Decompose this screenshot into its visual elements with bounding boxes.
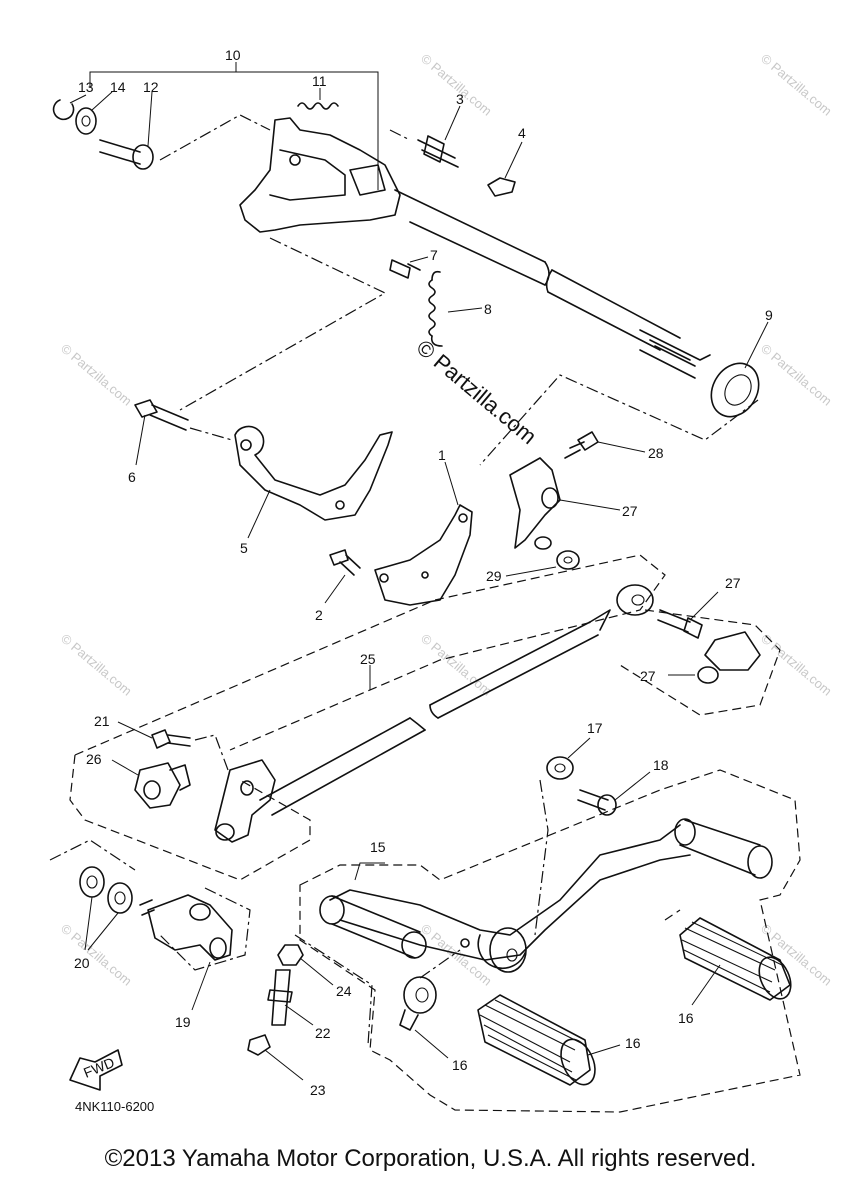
svg-text:25: 25 <box>360 651 376 667</box>
part-27-rod-end-right: 27 <box>619 609 781 716</box>
svg-text:27: 27 <box>640 668 656 684</box>
part-12-collar: 12 <box>99 79 159 170</box>
svg-text:15: 15 <box>370 839 386 855</box>
part-rod-lever-left <box>214 759 276 843</box>
callout-10: 10 <box>89 47 379 190</box>
svg-text:18: 18 <box>653 757 669 773</box>
part-9-oil-seal: 9 <box>710 307 773 418</box>
part-28-lever: 27 <box>509 457 638 550</box>
part-14-washer: 14 <box>75 79 126 135</box>
fwd-arrow-icon: FWD <box>69 1049 123 1091</box>
part-21-washers: 20 <box>49 839 136 971</box>
svg-text:16: 16 <box>625 1035 641 1051</box>
svg-text:19: 19 <box>175 1014 191 1030</box>
background-watermarks: © Partzilla.com © Partzilla.com © Partzi… <box>58 51 835 989</box>
svg-text:16: 16 <box>452 1057 468 1073</box>
part-17-rod-end: 16 <box>399 976 468 1073</box>
part-7-bolt: 7 <box>389 247 438 279</box>
svg-text:23: 23 <box>310 1082 326 1098</box>
svg-text:5: 5 <box>240 540 248 556</box>
part-30-bolt: 28 <box>564 431 664 461</box>
parts-diagram: © Partzilla.com © Partzilla.com © Partzi… <box>49 47 835 1113</box>
part-4-clip: 4 <box>487 125 526 197</box>
svg-text:© Partzilla.com: © Partzilla.com <box>58 341 135 409</box>
part-16-footpeg-rubber-right: 16 <box>678 917 792 1026</box>
svg-text:27: 27 <box>622 503 638 519</box>
svg-text:3: 3 <box>456 91 464 107</box>
svg-text:7: 7 <box>430 247 438 263</box>
svg-text:9: 9 <box>765 307 773 323</box>
part-16-footpeg-rubber-left: 16 <box>477 994 641 1086</box>
svg-text:© Partzilla.com: © Partzilla.com <box>758 341 835 409</box>
svg-text:4: 4 <box>518 125 526 141</box>
part-19-bolt: 18 <box>577 757 669 816</box>
part-8-spring: 8 <box>428 270 492 347</box>
svg-text:© Partzilla.com: © Partzilla.com <box>758 631 835 699</box>
svg-text:10: 10 <box>225 47 241 63</box>
part-15-shift-pedal: 15 <box>299 769 801 1113</box>
svg-text:2: 2 <box>315 607 323 623</box>
svg-text:1: 1 <box>438 447 446 463</box>
part-13-circlip: 13 <box>52 79 94 121</box>
svg-text:29: 29 <box>486 568 502 584</box>
diagram-code: 4NK110-6200 <box>75 1099 155 1114</box>
part-23-bolt: 22 <box>267 969 331 1041</box>
svg-text:13: 13 <box>78 79 94 95</box>
svg-text:12: 12 <box>143 79 159 95</box>
part-27-rod-end-left: 26 <box>86 751 191 809</box>
part-20-lever: 19 <box>139 887 251 1030</box>
svg-text:20: 20 <box>74 955 90 971</box>
svg-text:22: 22 <box>315 1025 331 1041</box>
part-26-shift-rod: 25 <box>74 554 666 816</box>
svg-text:11: 11 <box>312 73 327 89</box>
svg-text:21: 21 <box>94 713 110 729</box>
center-watermark: © Partzilla.com <box>412 335 542 449</box>
svg-text:28: 28 <box>648 445 664 461</box>
svg-text:© Partzilla.com: © Partzilla.com <box>418 631 495 699</box>
part-10-shift-shaft <box>239 117 711 379</box>
part-2-bolt: 2 <box>315 549 361 623</box>
svg-text:FWD: FWD <box>81 1054 117 1081</box>
part-11-spring: 11 <box>297 73 339 110</box>
svg-text:© Partzilla.com: © Partzilla.com <box>758 51 835 119</box>
part-6-bolt: 6 <box>128 399 189 485</box>
part-25-nut: 24 <box>277 944 352 999</box>
svg-text:6: 6 <box>128 469 136 485</box>
svg-text:24: 24 <box>336 983 352 999</box>
part-24-nut: 23 <box>247 1034 326 1098</box>
svg-text:© Partzilla.com: © Partzilla.com <box>58 631 135 699</box>
part-18-washer: 17 <box>546 720 603 780</box>
part-1-bracket: 1 <box>374 447 473 606</box>
part-31-washer: 29 <box>486 550 580 584</box>
svg-text:© Partzilla.com: © Partzilla.com <box>58 921 135 989</box>
svg-text:27: 27 <box>725 575 741 591</box>
svg-text:14: 14 <box>110 79 126 95</box>
part-5-arm: 5 <box>234 425 393 556</box>
svg-text:© Partzilla.com: © Partzilla.com <box>418 51 495 119</box>
svg-text:16: 16 <box>678 1010 694 1026</box>
part-22-bolt: 21 <box>94 713 191 749</box>
part-3-bolt: 3 <box>417 91 464 168</box>
part-29-bolt: 27 <box>657 575 741 639</box>
copyright-notice: ©2013 Yamaha Motor Corporation, U.S.A. A… <box>104 1145 757 1172</box>
svg-text:17: 17 <box>587 720 603 736</box>
svg-text:8: 8 <box>484 301 492 317</box>
svg-text:26: 26 <box>86 751 102 767</box>
